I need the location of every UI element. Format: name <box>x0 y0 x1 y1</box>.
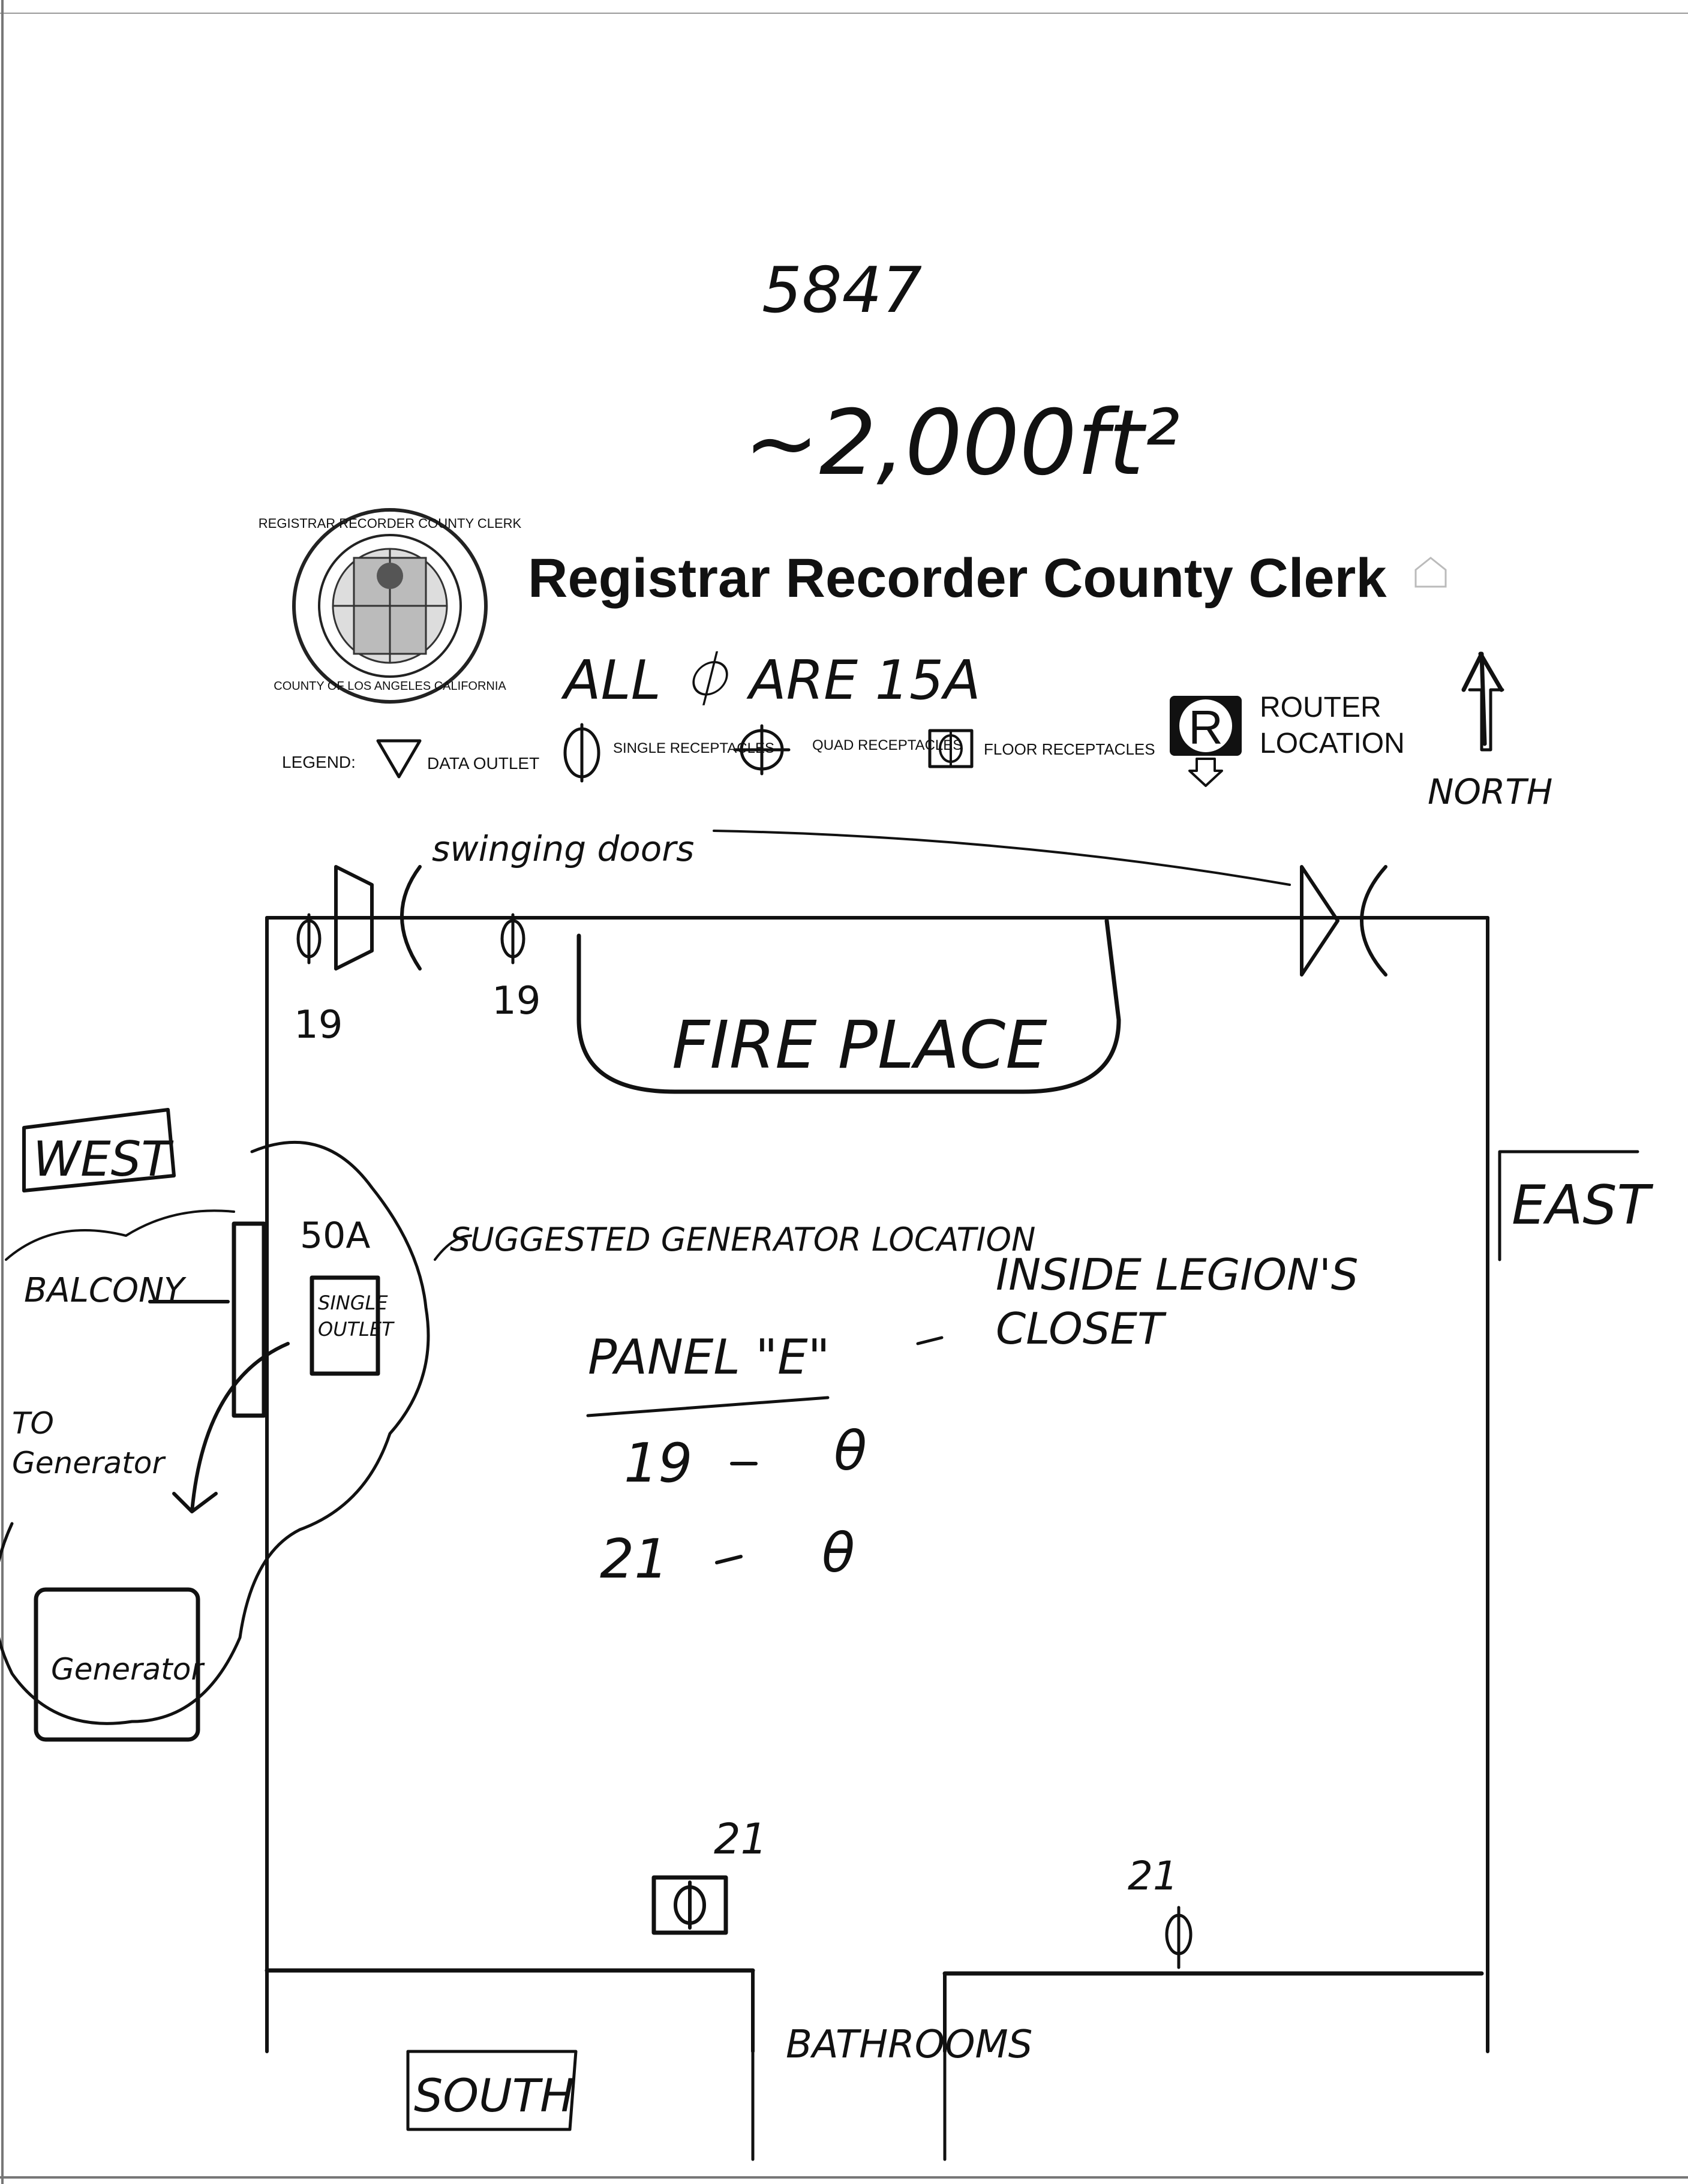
home-icon <box>1414 557 1447 588</box>
quad-receptacle-icon <box>733 724 791 776</box>
swinging-door-west <box>334 865 422 971</box>
panel-label: PANEL "E" <box>588 1329 830 1385</box>
receptacle-circuit-label: 21 <box>1128 1853 1178 1899</box>
to-generator-arrow <box>172 1342 290 1513</box>
west-label: WEST <box>33 1131 174 1187</box>
area-estimate: ~2,000ft² <box>744 391 1180 495</box>
generator-location-label: SUGGESTED GENERATOR LOCATION <box>450 1221 1035 1258</box>
north-label: NORTH <box>1428 771 1552 812</box>
single-receptacle-icon <box>563 723 600 783</box>
panel-note: INSIDE LEGION'S CLOSET <box>996 1249 1359 1354</box>
svg-text:REGISTRAR RECORDER COUNTY CLER: REGISTRAR RECORDER COUNTY CLERK <box>259 516 522 531</box>
to-generator-label: TO Generator <box>12 1406 164 1480</box>
south-label: SOUTH <box>414 2069 574 2122</box>
generator-label: Generator <box>51 1652 205 1687</box>
doors-leader-line <box>713 830 1291 886</box>
panel-underline <box>586 1396 830 1417</box>
fireplace-label: FIRE PLACE <box>672 1007 1047 1083</box>
east-label: EAST <box>1512 1174 1654 1237</box>
floor-receptacle-icon <box>928 729 974 768</box>
legend-item-label: DATA OUTLET <box>427 754 539 773</box>
site-number: 5847 <box>762 254 922 327</box>
circuit-row: 19 θ <box>624 1420 867 1495</box>
router-label: ROUTER LOCATION <box>1260 692 1405 759</box>
north-arrow-icon <box>1461 651 1504 752</box>
room-walls <box>265 916 1489 2161</box>
panel-dash <box>916 1336 944 1345</box>
router-icon: R <box>1170 696 1242 787</box>
circuit-number: 21 <box>600 1528 669 1591</box>
outlet-amperage: 50A <box>300 1215 370 1257</box>
circuit-phase: θ <box>834 1420 867 1483</box>
single-receptacle-icon <box>1165 1906 1193 1969</box>
bathrooms-label: BATHROOMS <box>786 2023 1032 2067</box>
receptacle-circuit-label: 21 <box>714 1815 767 1864</box>
router-letter: R <box>1188 701 1223 754</box>
balcony-squiggle <box>5 1209 235 1261</box>
triangle-data-outlet-icon <box>376 739 422 779</box>
legend: LEGEND: DATA OUTLET SINGLE RECEPTACLES Q… <box>282 692 1405 787</box>
balcony-label: BALCONY <box>24 1271 187 1310</box>
fireplace-outline <box>576 918 1121 1094</box>
balcony-railing <box>232 1221 266 1418</box>
south-label-box <box>406 2050 578 2131</box>
legend-item-label: FLOOR RECEPTACLES <box>984 740 1155 758</box>
floor-receptacle-icon <box>651 1875 728 1935</box>
single-receptacle-icon <box>296 913 322 965</box>
generator-location-leader <box>434 1234 472 1261</box>
circuit-row: 21 θ <box>600 1522 855 1591</box>
single-outlet-box <box>310 1275 380 1376</box>
legend-item-label: QUAD RECEPTACLES <box>812 737 962 753</box>
circuit-phase: θ <box>822 1522 855 1585</box>
doors-label: swinging doors <box>432 828 694 869</box>
receptacle-circuit-label: 19 <box>492 979 540 1023</box>
single-outlet-label: SINGLE OUTLET <box>318 1291 394 1341</box>
legend-label: LEGEND: <box>282 753 356 771</box>
swinging-door-east <box>1300 865 1387 977</box>
county-seal-logo: REGISTRAR RECORDER COUNTY CLERK COUNTY O… <box>259 508 522 704</box>
amperage-note: ALL ⏀ ARE 15A <box>561 649 981 712</box>
generator-box <box>34 1587 200 1742</box>
single-receptacle-icon <box>500 913 525 965</box>
org-title: Registrar Recorder County Clerk <box>528 548 1387 609</box>
circuit-number: 19 <box>624 1432 693 1495</box>
svg-text:COUNTY OF LOS ANGELES CALIFORN: COUNTY OF LOS ANGELES CALIFORNIA <box>274 680 506 693</box>
east-label-box <box>1498 1150 1639 1261</box>
west-label-box <box>22 1108 176 1192</box>
receptacle-circuit-label: 19 <box>294 1003 343 1047</box>
